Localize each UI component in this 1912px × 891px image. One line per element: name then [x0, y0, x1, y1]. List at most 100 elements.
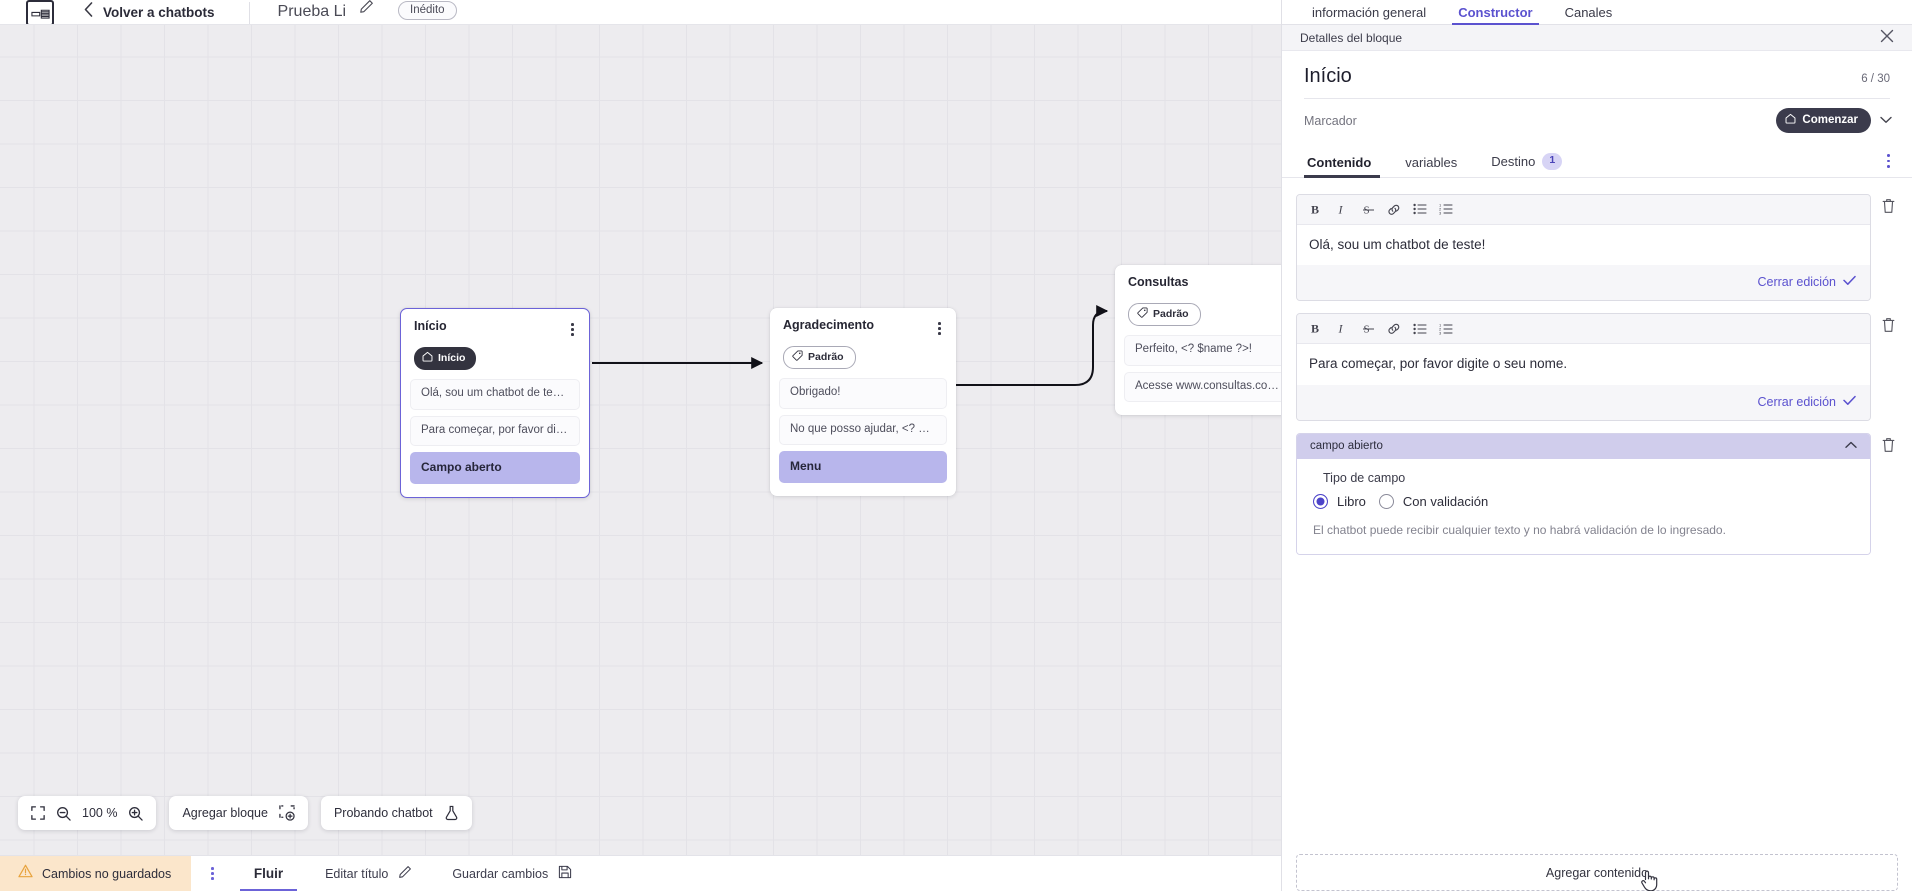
svg-text:3: 3 [1439, 211, 1442, 216]
footer-tab-fluir[interactable]: Fluir [232, 856, 305, 891]
edit-title-label: Editar título [325, 866, 389, 881]
block-count: 6 / 30 [1861, 73, 1890, 85]
italic-icon[interactable]: I [1329, 319, 1355, 338]
node-item[interactable]: Acesse www.consultas.com par... [1124, 371, 1298, 403]
field-help-text: El chatbot puede recibir cualquier texto… [1313, 522, 1726, 537]
node-item-selected[interactable]: Campo aberto [410, 452, 580, 484]
rich-text-editor-2[interactable]: B I S 123 Para começar, por favor digite… [1296, 313, 1871, 421]
back-to-chatbots-link[interactable]: Volver a chatbots [103, 5, 215, 20]
node-item[interactable]: Obrigado! [779, 377, 947, 409]
link-icon[interactable] [1381, 319, 1407, 338]
zoom-controls: 100 % [18, 796, 157, 830]
rich-text-editor-1[interactable]: B I S 123 Olá, sou um chatbot de teste! … [1296, 193, 1871, 302]
test-chatbot-button[interactable]: Probando chatbot [320, 796, 472, 830]
chevron-left-icon[interactable] [84, 2, 93, 21]
chevron-up-icon[interactable] [1845, 440, 1857, 452]
bold-icon[interactable]: B [1303, 200, 1329, 219]
tab-destino[interactable]: Destino 1 [1474, 153, 1579, 177]
tab-informacion-general[interactable]: información general [1312, 5, 1427, 20]
editor-footer-1: Cerrar edición [1297, 265, 1870, 301]
node-item-selected[interactable]: Menu [779, 451, 947, 483]
editor-footer-2: Cerrar edición [1297, 384, 1870, 420]
home-icon [1785, 113, 1796, 127]
close-edit-link-2[interactable]: Cerrar edición [1757, 394, 1836, 409]
close-icon[interactable] [1880, 29, 1894, 46]
link-icon[interactable] [1381, 200, 1407, 219]
flow-node-inicio[interactable]: Início Início Olá, sou um chatbot de tes… [400, 308, 590, 498]
tab-variables[interactable]: variables [1388, 155, 1474, 177]
add-block-button[interactable]: Agregar bloque [169, 796, 308, 830]
unsaved-changes-label: Cambios no guardados [42, 866, 172, 881]
radio-icon-selected[interactable] [1313, 493, 1328, 509]
pencil-icon [398, 865, 412, 882]
field-type-label: Tipo de campo [1323, 470, 1406, 485]
node-badge-padrao: Padrão [1128, 302, 1201, 326]
editor-text-2[interactable]: Para começar, por favor digite o seu nom… [1297, 344, 1870, 385]
bot-title: Prueba Li [277, 3, 347, 20]
check-icon[interactable] [1843, 273, 1856, 291]
tag-icon [1137, 307, 1148, 321]
bold-icon[interactable]: B [1303, 319, 1329, 338]
pencil-icon[interactable] [359, 0, 374, 19]
marcador-value-pill[interactable]: Comenzar [1776, 108, 1871, 133]
tab-contenido-label: Contenido [1307, 154, 1372, 170]
check-icon[interactable] [1843, 393, 1856, 411]
editor-text-1[interactable]: Olá, sou um chatbot de teste! [1297, 224, 1870, 266]
footer-menu-button[interactable] [191, 856, 232, 891]
content-menu-button[interactable] [1887, 154, 1890, 176]
canvas-toolbar: 100 % Agregar bloque Probando chatbot [18, 796, 472, 830]
close-edit-link-1[interactable]: Cerrar edición [1757, 275, 1836, 290]
tab-constructor[interactable]: Constructor [1442, 5, 1548, 25]
editor-toolbar: B I S 123 [1297, 194, 1870, 225]
save-changes-button[interactable]: Guardar cambios [432, 856, 592, 891]
marcador-control[interactable]: Comenzar [1776, 108, 1892, 133]
flow-node-consultas[interactable]: Consultas Padrão Perfeito, <? $name ?>! … [1115, 265, 1307, 416]
content-tab-bar: Contenido variables Destino 1 [1282, 141, 1912, 178]
add-block-label: Agregar bloque [182, 806, 268, 820]
node-item[interactable]: No que posso ajudar, <? $name ... [779, 414, 947, 446]
tab-canales[interactable]: Canales [1564, 5, 1613, 20]
node-item[interactable]: Para começar, por favor digite o ... [410, 415, 580, 447]
open-field-body: Tipo de campo Libro Con validación E [1297, 458, 1870, 554]
radio-option-libro[interactable]: Libro [1313, 493, 1366, 509]
content-block-1: B I S 123 Olá, sou um chatbot de teste! … [1296, 193, 1898, 302]
open-field-header[interactable]: campo abierto [1297, 433, 1870, 459]
strikethrough-icon[interactable]: S [1355, 200, 1381, 219]
svg-text:I: I [1338, 322, 1344, 335]
bullet-list-icon[interactable] [1407, 319, 1433, 338]
radio-option-con-validacion[interactable]: Con validación [1378, 493, 1488, 509]
fit-screen-icon[interactable] [31, 806, 45, 820]
svg-text:B: B [1311, 203, 1319, 216]
strikethrough-icon[interactable]: S [1355, 319, 1381, 338]
edit-title-button[interactable]: Editar título [305, 856, 432, 891]
tab-contenido[interactable]: Contenido [1304, 154, 1388, 178]
node-item[interactable]: Perfeito, <? $name ?>! [1124, 334, 1298, 366]
app-logo-icon[interactable]: ▭▤ [26, 0, 54, 24]
field-type-radio-group: Libro Con validación [1313, 493, 1854, 509]
node-badge-label: Padrão [1153, 307, 1189, 320]
node-menu-button[interactable] [567, 320, 578, 339]
unsaved-changes-indicator: Cambios no guardados [0, 856, 192, 891]
add-content-button[interactable]: Agregar contenido [1296, 854, 1898, 891]
radio-icon-unselected[interactable] [1378, 493, 1394, 509]
marcador-label: Marcador [1304, 113, 1357, 128]
zoom-out-icon[interactable] [56, 806, 71, 821]
italic-icon[interactable]: I [1329, 200, 1355, 219]
node-item[interactable]: Olá, sou um chatbot de teste! [410, 378, 580, 410]
delete-block-button-1[interactable] [1879, 194, 1898, 223]
node-badge-row: Padrão [1115, 295, 1307, 335]
page-title: Início [1304, 65, 1352, 87]
delete-open-field-button[interactable] [1879, 433, 1898, 462]
chevron-down-icon[interactable] [1880, 115, 1892, 127]
open-field-title: campo abierto [1310, 439, 1383, 452]
topbar-divider [248, 2, 250, 24]
bullet-list-icon[interactable] [1407, 200, 1433, 219]
delete-block-button-2[interactable] [1879, 313, 1898, 342]
flow-node-agradecimento[interactable]: Agradecimento Padrão Obrigado! No que po… [770, 308, 956, 496]
tab-destino-label: Destino [1491, 153, 1536, 169]
zoom-in-icon[interactable] [128, 806, 144, 821]
node-menu-button[interactable] [934, 319, 945, 338]
